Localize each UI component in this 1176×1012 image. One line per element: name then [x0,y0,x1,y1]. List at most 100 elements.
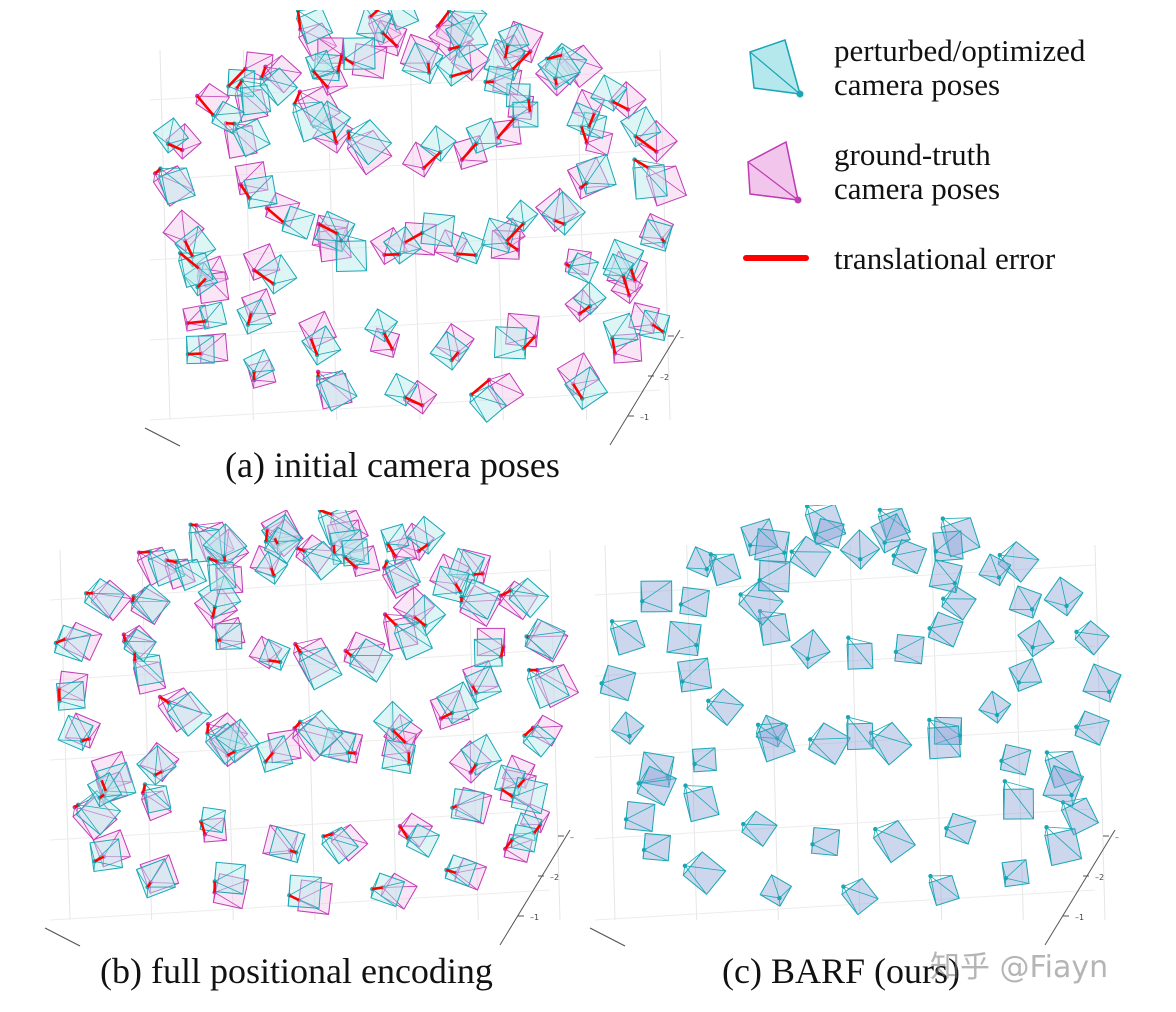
translational-error-lines [154,10,666,407]
error-line [332,130,338,144]
perturbed-camera [444,854,478,887]
perturbed-camera [243,174,278,209]
perturbed-camera [242,348,276,381]
perturbed-camera [256,254,298,295]
perturbed-camera [75,790,122,836]
error-line [554,219,565,226]
aligned-camera [999,744,1032,776]
grid-line [149,69,661,101]
error-line [446,868,457,875]
perturbed-camera [522,724,556,758]
perturbed-camera [405,823,441,858]
axis-line [499,829,571,946]
error-line [264,751,275,763]
error-line [398,825,409,839]
error-line [196,277,207,289]
ground-truth-camera [381,561,420,600]
error-line [99,793,105,799]
error-line [146,881,152,888]
grid-line [549,549,561,921]
aligned-camera [599,664,637,702]
axis-tick-label: –2 [550,873,559,882]
grid-line [386,549,398,921]
error-line [211,606,217,618]
perturbed-camera [590,74,628,112]
error-line [293,91,302,105]
legend-perturbed-line1: perturbed/optimized [834,33,1086,68]
caption-b: (b) full positional encoding [100,951,493,991]
error-line [159,695,170,705]
perturbed-camera [197,574,242,619]
error-line [206,724,210,734]
error-line [413,615,427,627]
grid-line [49,889,551,921]
aligned-camera [1044,824,1083,867]
axis-line [1044,829,1116,946]
ground-truth-camera [401,141,439,178]
ground-truth-camera-icon [747,140,802,204]
axis-tick-label: –2 [660,373,669,382]
error-line [384,613,398,627]
perturbed-camera [281,205,316,240]
aligned-camera [839,529,881,570]
error-line [226,750,236,757]
error-line [546,53,563,61]
perturbed-camera [341,538,370,567]
error-line [500,589,512,597]
error-line [469,763,478,774]
error-line [381,31,398,48]
aligned-camera [682,851,727,896]
perturbed-camera [183,261,219,297]
aligned-camera [845,714,874,751]
translational-error-icon [743,255,809,261]
perturbed-camera [166,691,213,737]
aligned-camera [997,540,1040,583]
perturbed-camera [564,366,609,411]
legend-ground-truth-text: ground-truth camera poses [834,138,1000,206]
legend-gt-line2: camera poses [834,171,1001,206]
perturbed-camera [263,526,302,565]
perturbed-camera [301,325,342,366]
perturbed-camera [567,252,600,284]
perturbed-camera [432,565,470,604]
aligned-camera [927,611,964,648]
error-line [565,262,571,268]
ground-truth-camera [212,873,249,910]
aligned-camera [706,688,745,727]
error-line [533,824,542,834]
error-line [500,788,514,798]
aligned-camera [872,819,917,864]
error-line [260,66,267,79]
axis-line [609,329,681,446]
grid-line [409,49,421,421]
perturbed-camera [370,872,406,908]
error-line [572,383,584,400]
perturbed-camera [83,577,125,619]
perturbed-camera [147,548,186,587]
error-line [336,54,344,73]
perturbed-camera [292,101,334,143]
error-line [505,222,525,242]
perturbed-camera [152,117,190,154]
perturbed-camera [403,594,447,637]
grid-line [141,549,153,921]
ground-truth-camera [195,82,231,118]
perturbed-camera [381,739,417,775]
perturbed-camera [198,301,228,330]
error-line [347,751,356,755]
grid-line [594,808,1096,840]
error-line [319,510,333,516]
error-line [451,804,458,809]
ground-truth-camera [249,544,282,578]
error-line [436,10,451,28]
error-line [187,352,202,356]
perturbed-camera [53,624,92,663]
perturbed-camera [268,826,306,864]
error-line [580,182,588,189]
axis-tick-label: –1 [640,413,649,422]
error-line [239,183,251,200]
error-line [312,69,329,89]
ground-truth-camera [327,728,364,764]
perturbed-camera [483,65,515,96]
error-line [253,269,275,285]
